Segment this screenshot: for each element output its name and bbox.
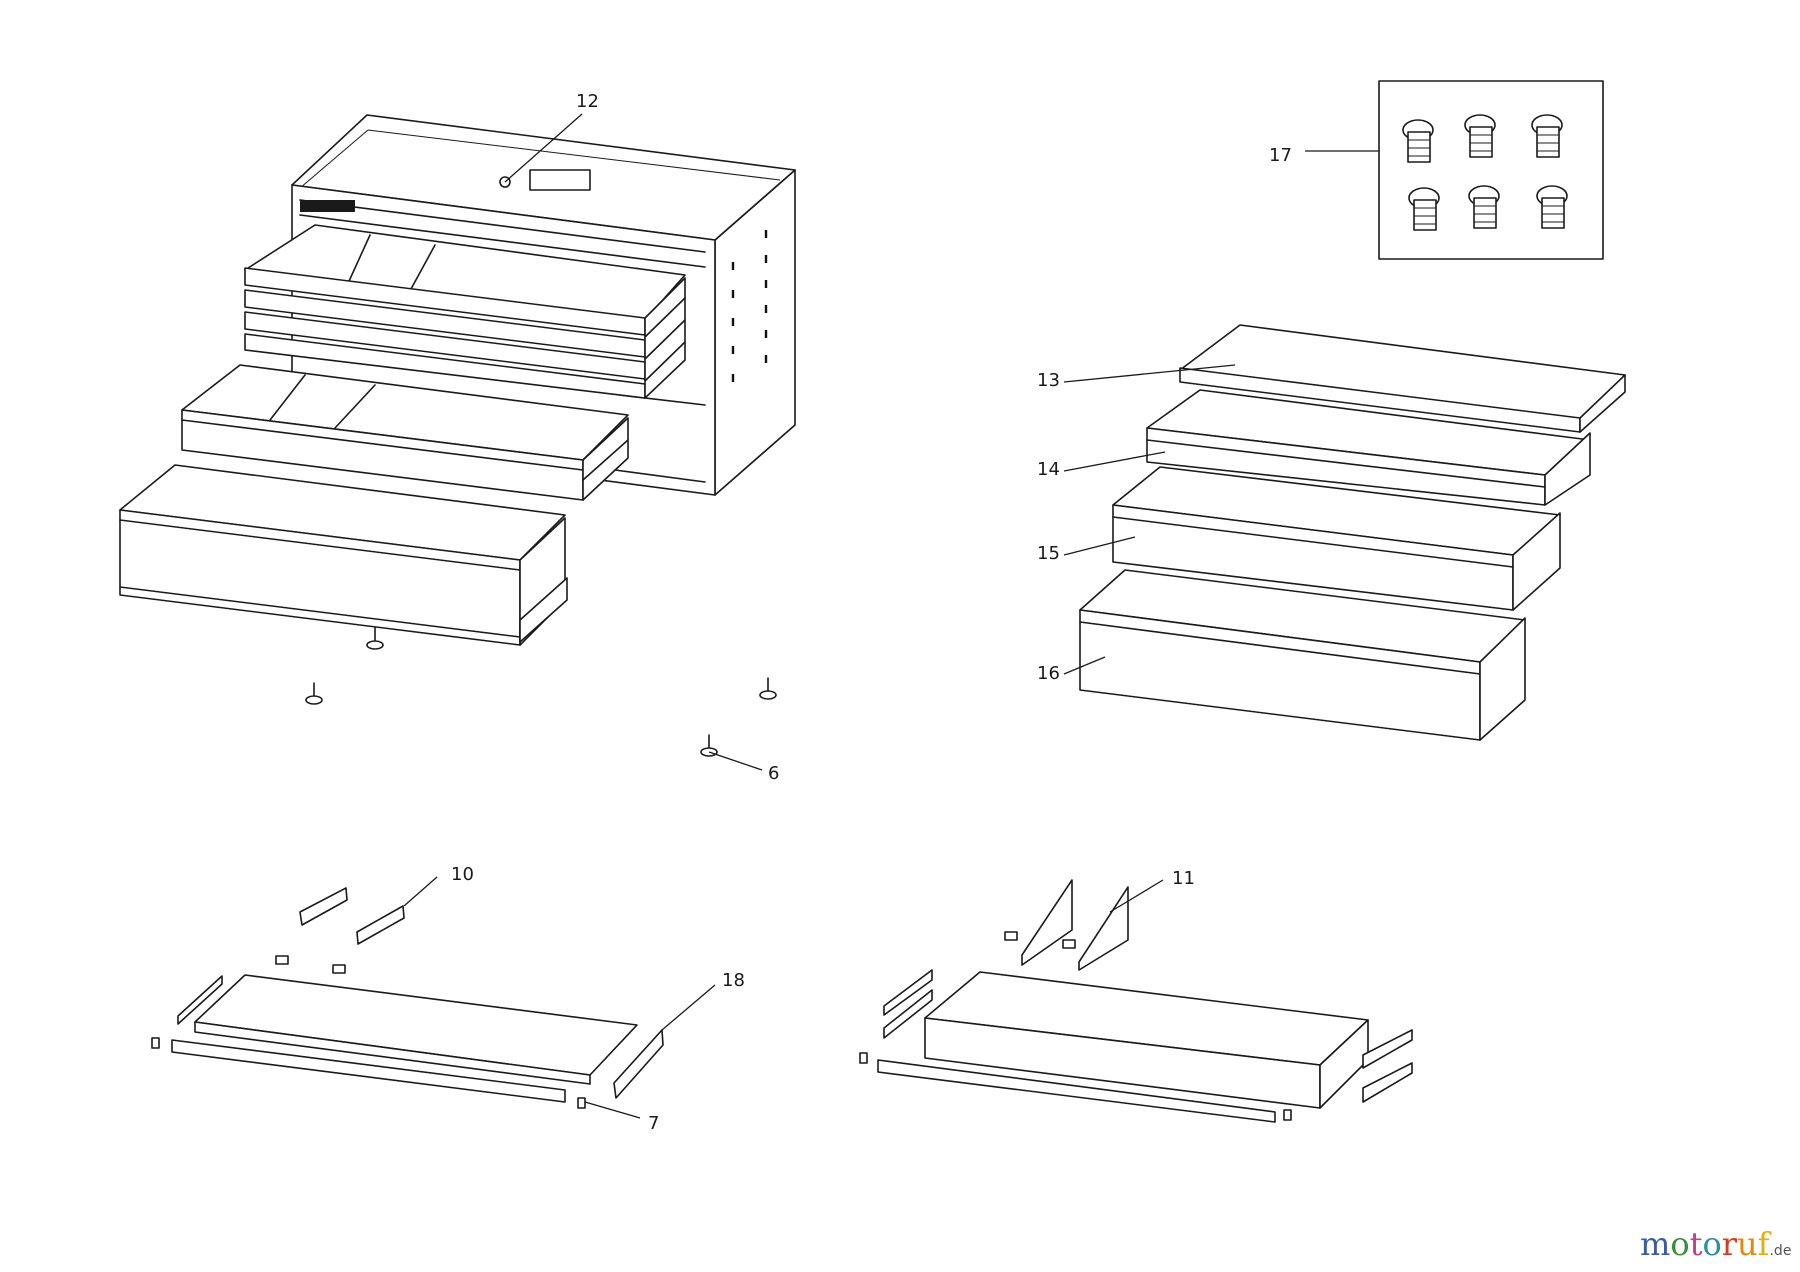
callout-7: 7 xyxy=(648,1113,660,1134)
slide-rail-18 xyxy=(613,1029,664,1099)
brand-badge xyxy=(300,200,355,212)
end-cap-icon xyxy=(577,1097,586,1109)
end-cap-icon xyxy=(151,1037,160,1049)
threaded-insert-icon xyxy=(1464,114,1496,158)
logo-letter: r xyxy=(1721,1225,1738,1263)
foot-icon xyxy=(366,627,384,650)
end-cap-icon xyxy=(1283,1109,1292,1121)
side-slots xyxy=(731,230,768,382)
callout-11: 11 xyxy=(1172,868,1195,889)
drawer-15 xyxy=(1112,466,1561,611)
logo-letter: o xyxy=(1670,1225,1690,1263)
logo-letter: m xyxy=(1640,1225,1671,1263)
drawer-16 xyxy=(1079,569,1526,741)
logo-letter: u xyxy=(1737,1225,1758,1263)
divider-clip-icon xyxy=(1062,939,1076,949)
end-cap-icon xyxy=(859,1052,868,1064)
logo-letter: o xyxy=(1702,1225,1722,1263)
foot-icon xyxy=(305,682,323,705)
divider-clip-icon xyxy=(332,964,346,974)
threaded-insert-icon xyxy=(1408,187,1440,231)
foot-icon xyxy=(700,734,718,757)
parts-box-17 xyxy=(1378,80,1604,260)
callout-13: 13 xyxy=(1037,370,1060,391)
threaded-insert-icon xyxy=(1536,185,1568,229)
logo-letter: t xyxy=(1689,1225,1703,1263)
callout-10: 10 xyxy=(451,864,474,885)
threaded-insert-icon xyxy=(1468,185,1500,229)
cabinet-assembly xyxy=(119,114,796,757)
logo-letter: f xyxy=(1757,1225,1770,1263)
drawer-stack xyxy=(244,224,686,399)
callout-14: 14 xyxy=(1037,459,1060,480)
leader-lines xyxy=(403,113,1379,1119)
callout-6: 6 xyxy=(768,763,780,784)
callout-18: 18 xyxy=(722,970,745,991)
drawer-14 xyxy=(1146,389,1591,506)
foot-icon xyxy=(759,677,777,700)
drawer-kit-deep xyxy=(859,879,1413,1123)
callout-16: 16 xyxy=(1037,663,1060,684)
deep-drawer xyxy=(119,464,568,646)
watermark-logo: motoruf.de xyxy=(1640,1228,1791,1260)
leveling-feet xyxy=(305,627,777,757)
divider-clip-icon xyxy=(275,955,289,965)
callout-12: 12 xyxy=(576,91,599,112)
threaded-insert-icon xyxy=(1531,114,1563,158)
logo-tld: .de xyxy=(1769,1243,1792,1259)
middle-drawer xyxy=(181,364,629,501)
drawer-front-rail xyxy=(171,1039,566,1103)
callout-17: 17 xyxy=(1269,145,1292,166)
callout-15: 15 xyxy=(1037,543,1060,564)
divider-clip-icon xyxy=(1004,931,1018,941)
drawer-13 xyxy=(1179,324,1626,433)
threaded-insert-icon xyxy=(1402,119,1434,163)
drawer-kit-shallow xyxy=(151,887,664,1109)
